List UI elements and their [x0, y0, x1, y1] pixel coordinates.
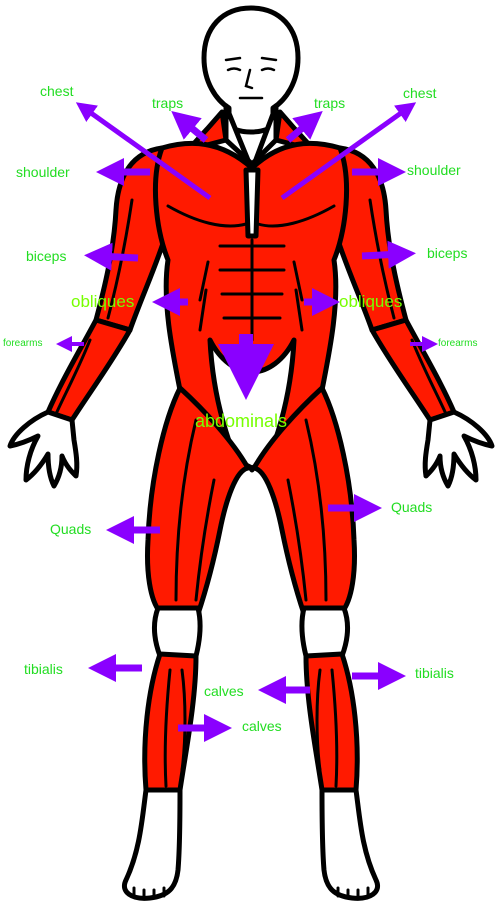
label-forearms-right: forearms [438, 338, 478, 349]
label-calves-lower: calves [242, 718, 282, 734]
label-quads-right: Quads [391, 499, 433, 515]
arrows [56, 102, 438, 742]
face [224, 56, 278, 100]
label-shoulder-left: shoulder [16, 164, 70, 180]
arrow-traps-left [171, 111, 209, 143]
right-foot [319, 787, 380, 901]
arrow-traps-right [285, 111, 323, 143]
body-outline [7, 5, 495, 901]
arrow-chest-left [75, 102, 212, 201]
left-knee [151, 605, 203, 659]
label-traps-right: traps [314, 95, 346, 111]
label-shoulder-right: shoulder [407, 162, 461, 178]
label-forearms-left: forearms [3, 338, 43, 349]
label-tibialis-right: tibialis [415, 665, 454, 681]
label-traps-left: traps [152, 95, 184, 111]
label-calves-upper: calves [204, 683, 244, 699]
label-chest-left: chest [40, 83, 74, 99]
arrow-biceps-right [361, 240, 416, 269]
right-knee [299, 605, 351, 659]
arrow-biceps-left [84, 242, 139, 271]
label-biceps-right: biceps [427, 245, 468, 261]
left-foot [122, 787, 183, 901]
label-obliques-left: obliques [71, 292, 135, 311]
arrow-chest-right [280, 102, 417, 201]
right-hand [422, 409, 495, 489]
label-quads-left: Quads [50, 521, 92, 537]
label-biceps-left: biceps [26, 248, 67, 264]
right-thigh [251, 385, 357, 617]
label-abdominals: abdominals [195, 411, 288, 431]
label-chest-right: chest [403, 85, 437, 101]
muscle-detail-lines [54, 198, 448, 900]
label-tibialis-left: tibialis [24, 661, 63, 677]
label-obliques-right: obliques [339, 292, 403, 311]
left-thigh [145, 385, 251, 617]
left-hand [7, 409, 80, 489]
